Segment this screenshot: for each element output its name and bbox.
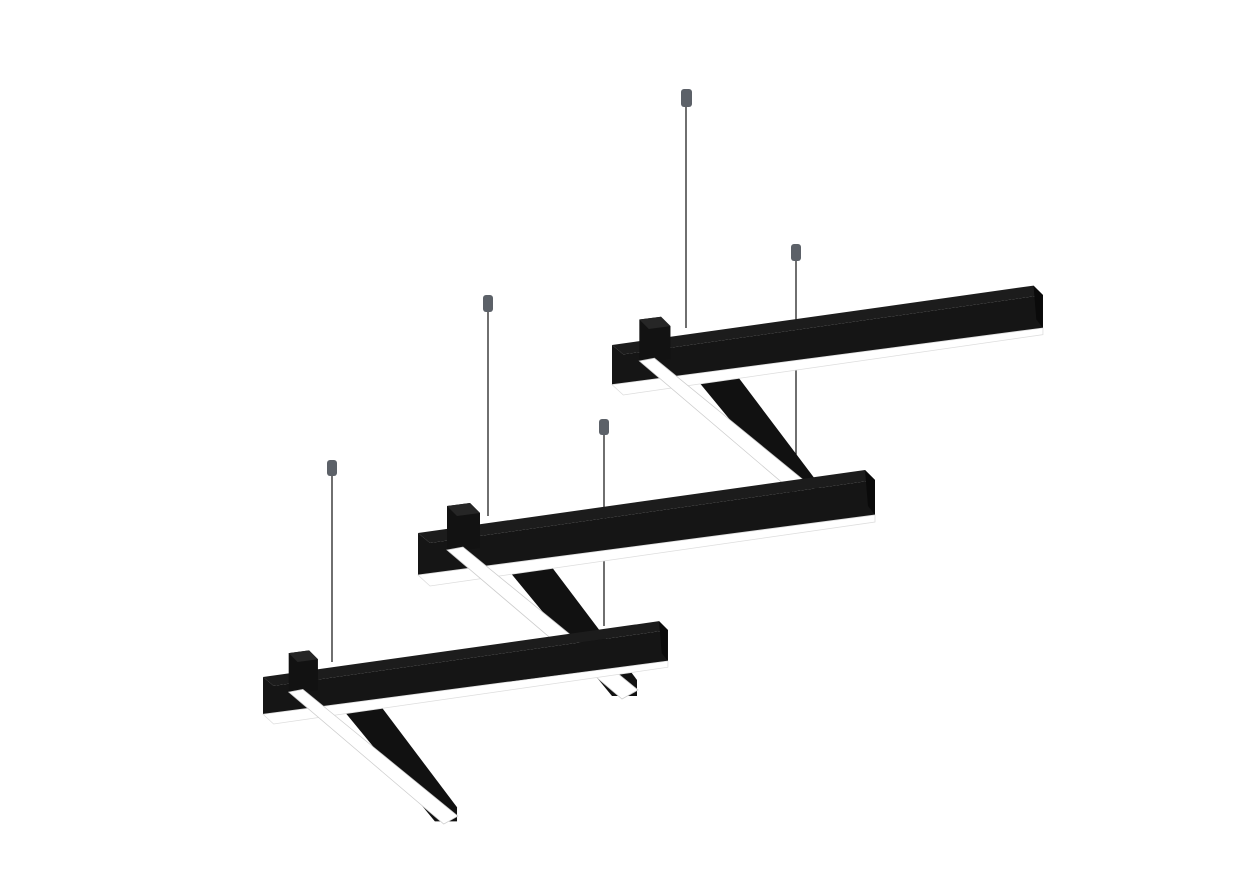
pendant-fixture-top (611, 285, 1044, 503)
canopy (327, 460, 337, 476)
pendant-fixture-bottom (262, 620, 669, 825)
canopy (599, 419, 609, 435)
canopy (791, 244, 801, 261)
canopy (483, 295, 493, 312)
cables (331, 104, 797, 662)
canopy (681, 89, 692, 107)
ceiling-canopies (327, 89, 801, 476)
